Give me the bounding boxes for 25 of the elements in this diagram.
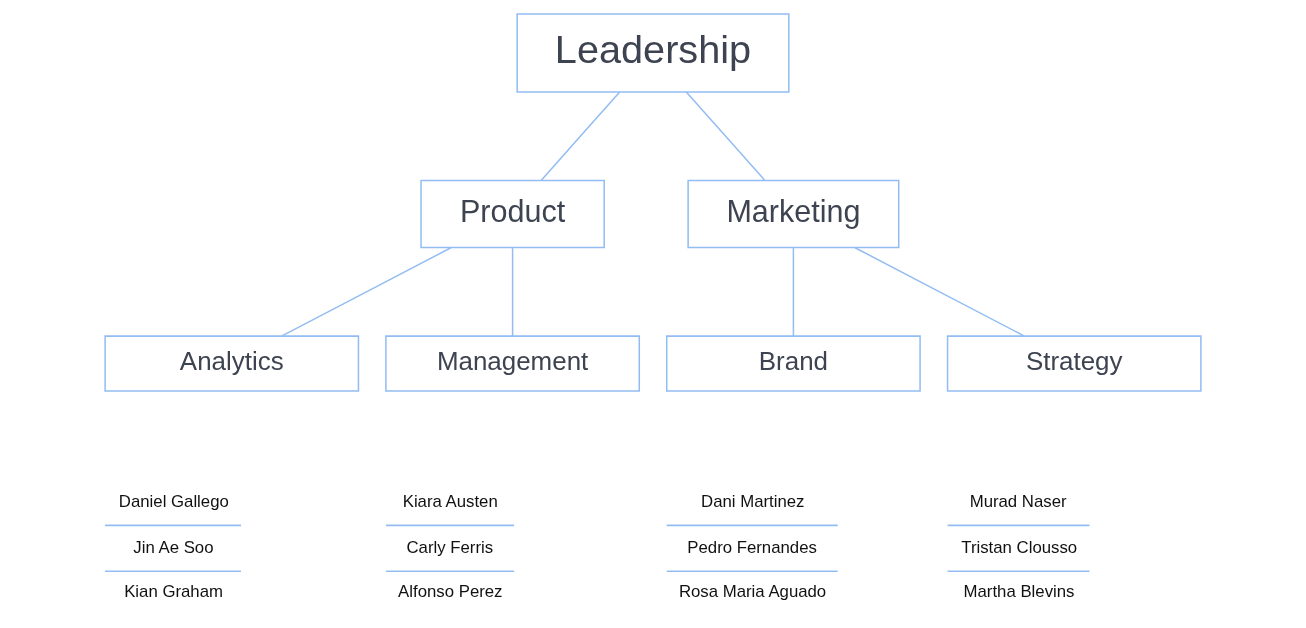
- connector: [540, 91, 621, 181]
- node-label: Carly Ferris: [406, 537, 494, 557]
- node-box: Brand: [665, 335, 921, 392]
- node-box: Marketing: [687, 179, 900, 249]
- node-box: Product: [420, 179, 605, 249]
- node-label: Daniel Gallego: [118, 491, 229, 511]
- node-label: Murad Naser: [969, 491, 1067, 511]
- node-label: Dani Martinez: [701, 491, 805, 511]
- node-box: Strategy: [946, 335, 1202, 392]
- connector: [511, 247, 514, 337]
- node-label: Kiara Austen: [402, 491, 498, 511]
- node-box: Management: [385, 335, 641, 392]
- connector: [685, 91, 766, 181]
- node-box: Analytics: [104, 335, 360, 392]
- connector: [854, 246, 1026, 337]
- node-label: Pedro Fernandes: [687, 537, 817, 557]
- node-label: Jin Ae Soo: [133, 537, 214, 557]
- node-label: Kian Graham: [124, 581, 223, 601]
- node-box: Leadership: [516, 13, 790, 93]
- connector: [792, 247, 795, 337]
- connector: [280, 246, 452, 337]
- node-label: Tristan Clousso: [961, 537, 1078, 557]
- node-label: Alfonso Perez: [398, 581, 503, 601]
- node-label: Martha Blevins: [963, 581, 1075, 601]
- node-label: Rosa Maria Aguado: [678, 581, 827, 601]
